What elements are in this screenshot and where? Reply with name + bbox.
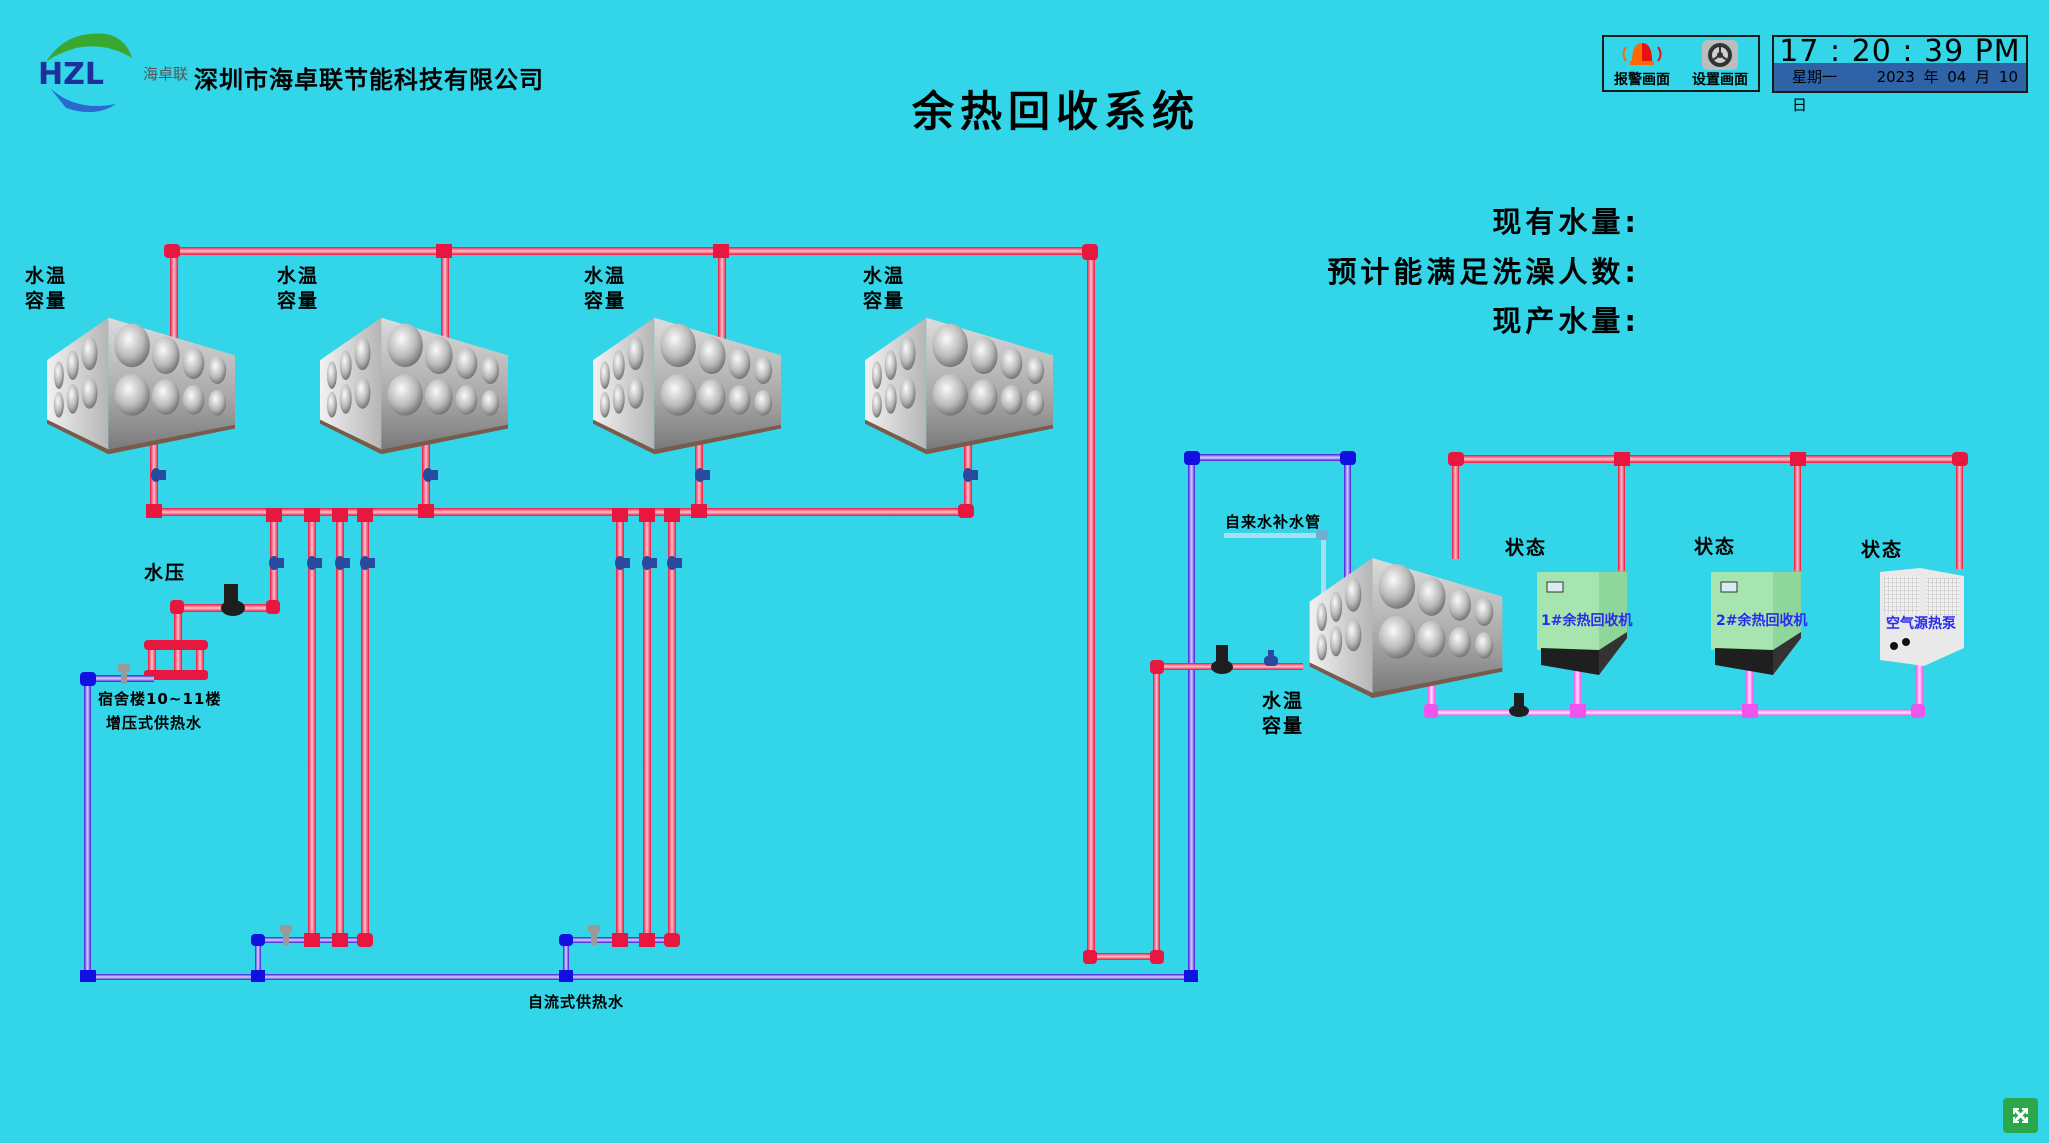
pump-group bbox=[221, 584, 1529, 717]
machine-1-status-label: 状态 bbox=[1505, 537, 1548, 559]
valve-icon bbox=[151, 468, 166, 482]
actuator-valve-icon bbox=[588, 925, 600, 945]
tank-2-label: 水温 容量 bbox=[277, 264, 319, 314]
water-tank-1 bbox=[47, 315, 235, 455]
machine-2-name: 2#余热回收机 bbox=[1716, 613, 1808, 629]
page-title: 余热回收系统 bbox=[912, 87, 1201, 136]
air-source-heat-pump bbox=[1880, 568, 1964, 666]
expand-icon bbox=[2012, 1107, 2029, 1124]
valve-icon bbox=[695, 468, 710, 482]
valve-icon bbox=[667, 556, 682, 570]
alarm-screen-button[interactable]: 报警画面 bbox=[1604, 37, 1680, 90]
machine-2-status-label: 状态 bbox=[1694, 536, 1737, 558]
water-tank-3 bbox=[593, 315, 781, 455]
actuator-valve-icon bbox=[118, 664, 130, 684]
tank-4-capacity-label: 容量 bbox=[863, 290, 906, 312]
tank-3-label: 水温 容量 bbox=[584, 264, 626, 314]
nav-button-group: 报警画面 设置画面 bbox=[1602, 35, 1760, 92]
clock-panel: 17 : 20 : 39 PM 星期一 2023 年 04 月 10 日 bbox=[1772, 34, 2028, 114]
tank-4-temp-label: 水温 bbox=[863, 265, 906, 287]
hot-pipe-collector bbox=[146, 440, 974, 937]
tap-makeup-pipe bbox=[1224, 530, 1328, 595]
tank-2-capacity-label: 容量 bbox=[277, 290, 320, 312]
dorm-supply-label-2: 增压式供热水 bbox=[106, 714, 203, 732]
pump-icon bbox=[1211, 645, 1233, 674]
valve-icon bbox=[335, 556, 350, 570]
company-name: 深圳市海卓联节能科技有限公司 bbox=[194, 65, 544, 94]
return-pipe bbox=[1424, 660, 1925, 718]
tap-makeup-label: 自来水补水管 bbox=[1225, 513, 1322, 531]
machine-3-name: 空气源热泵 bbox=[1886, 616, 1956, 632]
hot-pipe-top-header bbox=[164, 244, 1098, 959]
tank-1-label: 水温 容量 bbox=[25, 264, 67, 314]
actuator-valve-group bbox=[118, 664, 600, 945]
water-tank-2 bbox=[320, 315, 508, 455]
gravity-supply-label: 自流式供热水 bbox=[528, 993, 625, 1011]
produced-water-label: 现产水量: bbox=[1492, 304, 1640, 338]
tank-main-capacity-label: 容量 bbox=[1262, 715, 1305, 737]
valve-icon bbox=[423, 468, 438, 482]
tank-1-temp-label: 水温 bbox=[25, 265, 68, 287]
valve-group bbox=[151, 468, 1278, 666]
hot-pipe-machine-header bbox=[1448, 452, 1968, 571]
clock-date: 2023 年 04 月 10 日 bbox=[1792, 68, 2018, 114]
settings-screen-label: 设置画面 bbox=[1692, 72, 1748, 88]
valve-icon bbox=[307, 556, 322, 570]
machine-1-name: 1#余热回收机 bbox=[1541, 613, 1633, 629]
dorm-supply-label-1: 宿舍楼10~11楼 bbox=[98, 690, 222, 708]
valve-icon bbox=[1264, 650, 1278, 666]
estimated-people-label: 预计能满足洗澡人数: bbox=[1327, 255, 1640, 289]
water-pressure-label: 水压 bbox=[144, 562, 187, 584]
alarm-screen-label: 报警画面 bbox=[1614, 72, 1670, 88]
tank-3-temp-label: 水温 bbox=[584, 265, 627, 287]
clock-weekday: 星期一 bbox=[1792, 68, 1838, 86]
valve-icon bbox=[360, 556, 375, 570]
valve-icon bbox=[963, 468, 978, 482]
logo-subtext: 海卓联 bbox=[143, 65, 189, 83]
water-tank-main bbox=[1302, 556, 1510, 698]
tank-3-capacity-label: 容量 bbox=[584, 290, 627, 312]
svg-text:HZL: HZL bbox=[38, 57, 104, 92]
tank-4-label: 水温 容量 bbox=[863, 264, 905, 314]
valve-icon bbox=[615, 556, 630, 570]
tank-main-label: 水温 容量 bbox=[1262, 689, 1304, 739]
settings-screen-button[interactable]: 设置画面 bbox=[1682, 37, 1758, 90]
valve-icon bbox=[642, 556, 657, 570]
alarm-bell-icon bbox=[1622, 43, 1662, 65]
valve-icon bbox=[269, 556, 284, 570]
tank-2-temp-label: 水温 bbox=[277, 265, 320, 287]
tank-1-capacity-label: 容量 bbox=[25, 290, 68, 312]
clock-time: 17 : 20 : 39 PM bbox=[1779, 34, 2021, 69]
tank-main-temp-label: 水温 bbox=[1262, 690, 1305, 712]
settings-gear-icon bbox=[1702, 40, 1738, 70]
hot-pipe-pressure-line bbox=[144, 600, 280, 680]
pump-icon bbox=[221, 584, 245, 616]
cold-pipe-bottom bbox=[80, 451, 1356, 982]
fullscreen-button[interactable] bbox=[2003, 1098, 2038, 1133]
water-tank-4 bbox=[865, 315, 1053, 455]
machine-3-status-label: 状态 bbox=[1861, 539, 1904, 561]
current-water-label: 现有水量: bbox=[1492, 205, 1640, 239]
company-logo: HZL bbox=[38, 33, 132, 112]
clock-date-row: 星期一 2023 年 04 月 10 日 bbox=[1774, 63, 2026, 114]
heat-recovery-unit-2 bbox=[1711, 572, 1801, 675]
heat-recovery-unit-1 bbox=[1537, 572, 1627, 675]
actuator-valve-icon bbox=[280, 925, 292, 945]
pump-icon bbox=[1509, 693, 1529, 717]
